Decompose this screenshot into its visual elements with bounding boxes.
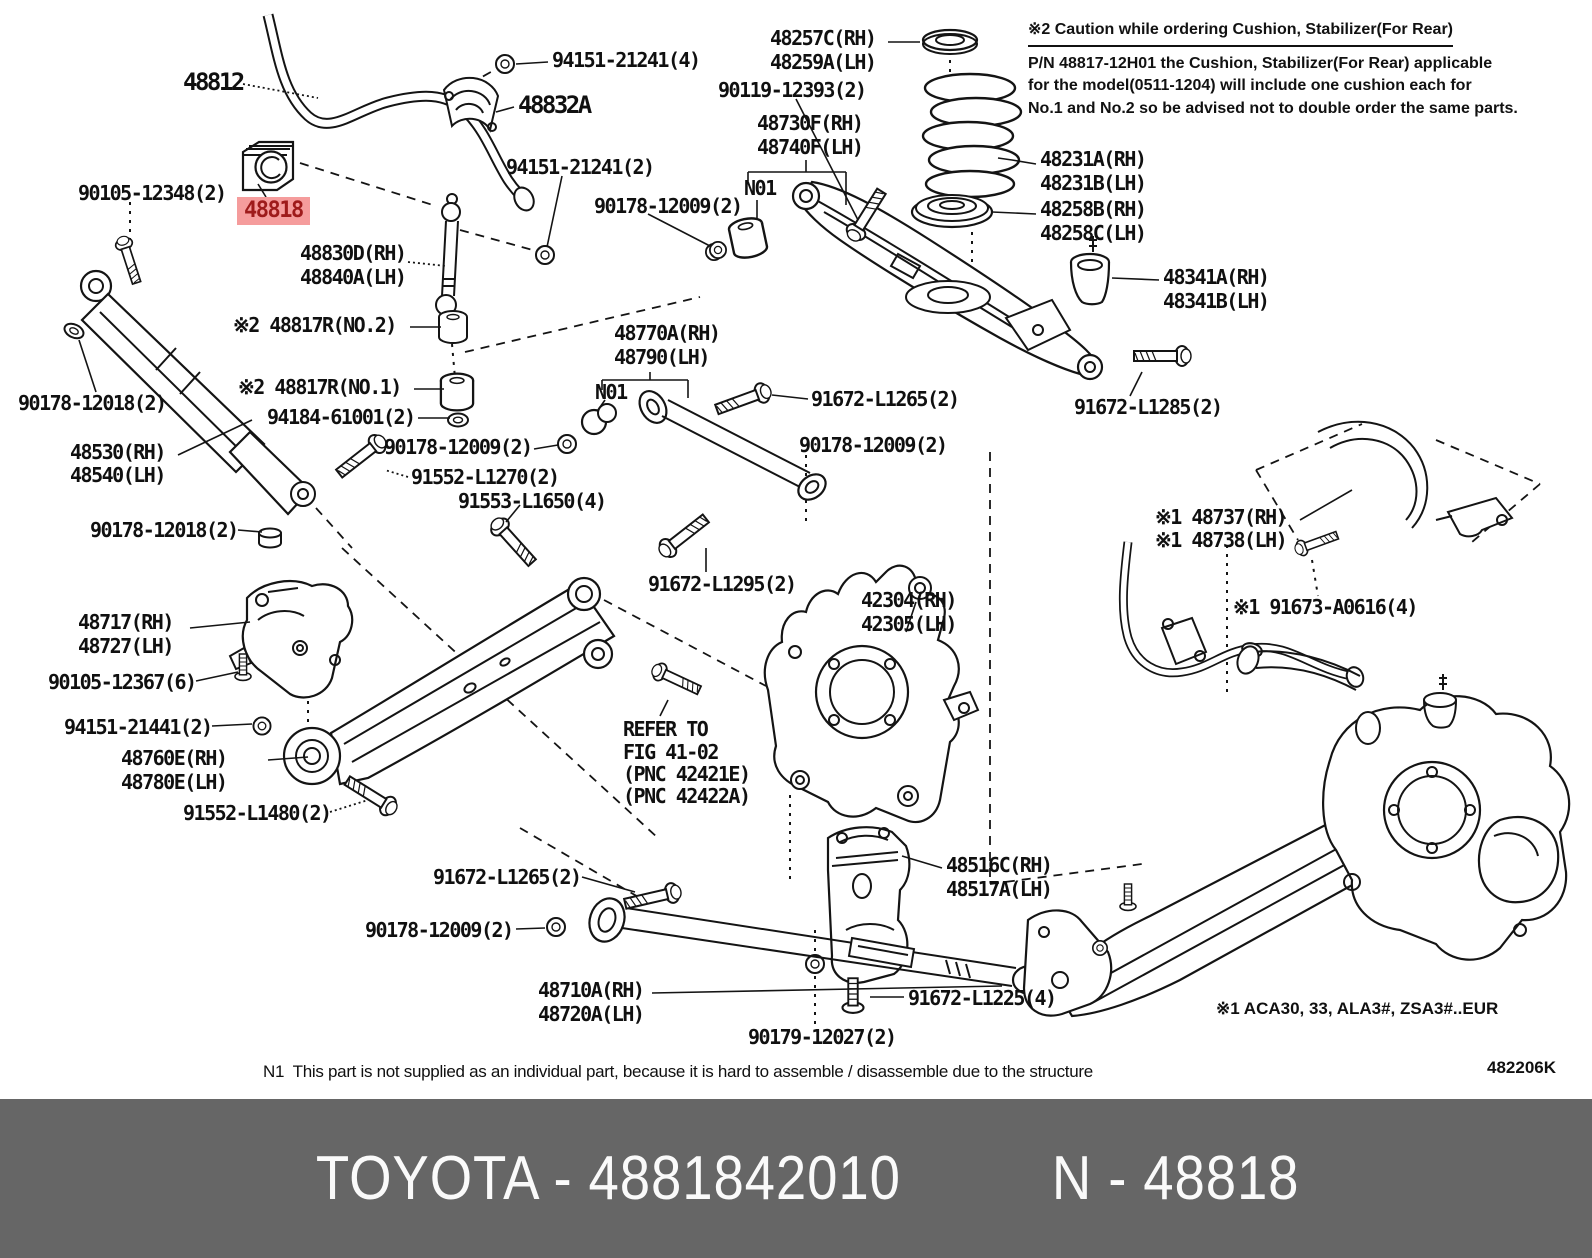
part-label: 48517A(LH) xyxy=(946,877,1053,901)
part-label: 48727(LH) xyxy=(78,634,174,658)
part-label: 48516C(RH) xyxy=(946,853,1053,877)
part-label: 48790(LH) xyxy=(614,345,710,369)
part-label: 48231B(LH) xyxy=(1040,171,1147,195)
part-label: 90178-12009(2) xyxy=(594,194,743,218)
part-label: 91553-L1650(4) xyxy=(458,489,607,513)
part-number-banner: TOYOTA - 4881842010 N - 48818 xyxy=(0,1099,1592,1258)
part-label: 48760E(RH) xyxy=(121,746,228,770)
part-label: 48770A(RH) xyxy=(614,321,721,345)
part-label: 91552-L1270(2) xyxy=(411,465,560,489)
caution-title: ※2 Caution while ordering Cushion, Stabi… xyxy=(1028,19,1453,47)
part-label: 48341B(LH) xyxy=(1163,289,1270,313)
part-label: 90179-12027(2) xyxy=(748,1025,897,1049)
caution-line: P/N 48817-12H01 the Cushion, Stabilizer(… xyxy=(1028,54,1493,72)
part-label: 91672-L1225(4) xyxy=(908,986,1057,1010)
part-label: 90178-12018(2) xyxy=(18,391,167,415)
part-label: 91672-L1265(2) xyxy=(433,865,582,889)
part-label: ※2 48817R(NO.2) xyxy=(233,313,397,337)
part-label: 94151-21241(2) xyxy=(506,155,655,179)
part-label: 94151-21241(4) xyxy=(552,48,701,72)
figure-code: 482206K xyxy=(1487,1058,1557,1077)
part-label: 42304(RH) xyxy=(861,588,957,612)
part-label: N01 xyxy=(595,380,628,404)
part-label: (PNC 42422A) xyxy=(623,784,751,808)
part-label: 48740F(LH) xyxy=(757,135,864,159)
part-label: 90178-12018(2) xyxy=(90,518,239,542)
part-label: (PNC 42421E) xyxy=(623,762,751,786)
part-label: 48530(RH) xyxy=(70,440,166,464)
part-label: 90119-12393(2) xyxy=(718,78,867,102)
n1-footnote: N1 This part is not supplied as an indiv… xyxy=(263,1062,1093,1081)
part-label: ※1 48737(RH) xyxy=(1155,505,1288,529)
part-label: 48840A(LH) xyxy=(300,265,407,289)
part-label: 90178-12009(2) xyxy=(799,433,948,457)
part-label: 94184-61001(2) xyxy=(267,405,416,429)
part-label: 48257C(RH) xyxy=(770,26,877,50)
part-label: 48258B(RH) xyxy=(1040,197,1147,221)
part-label: ※1 91673-A0616(4) xyxy=(1233,595,1418,619)
part-label: FIG 41-02 xyxy=(623,740,719,764)
part-label: 42305(LH) xyxy=(861,612,957,636)
banner-brand-code: TOYOTA - 4881842010 xyxy=(315,1144,901,1213)
caution-note: ※2 Caution while ordering Cushion, Stabi… xyxy=(1028,19,1568,120)
part-label: 48730F(RH) xyxy=(757,111,864,135)
part-label: 48780E(LH) xyxy=(121,770,228,794)
part-label-highlighted: 48818 xyxy=(237,197,310,225)
part-label: 48258C(LH) xyxy=(1040,221,1147,245)
part-label: 48341A(RH) xyxy=(1163,265,1270,289)
part-label: 48720A(LH) xyxy=(538,1002,645,1026)
part-label: 91672-L1285(2) xyxy=(1074,395,1223,419)
part-label: ※1 48738(LH) xyxy=(1155,528,1288,552)
part-label: 91672-L1265(2) xyxy=(811,387,960,411)
part-label: 48717(RH) xyxy=(78,610,174,634)
part-label: ※2 48817R(NO.1) xyxy=(238,375,402,399)
part-label: 90178-12009(2) xyxy=(384,435,533,459)
model-applicability-note: ※1 ACA30, 33, ALA3#, ZSA3#..EUR xyxy=(1216,999,1499,1018)
part-label: 48540(LH) xyxy=(70,463,166,487)
caution-line: No.1 and No.2 so be advised not to doubl… xyxy=(1028,99,1518,117)
part-label: 94151-21441(2) xyxy=(64,715,213,739)
part-label: 48710A(RH) xyxy=(538,978,645,1002)
part-label: 90178-12009(2) xyxy=(365,918,514,942)
part-label: 90105-12348(2) xyxy=(78,181,227,205)
caution-line: for the model(0511-1204) will include on… xyxy=(1028,77,1472,94)
diagram-art xyxy=(61,13,1571,1024)
banner-part-code: N - 48818 xyxy=(1052,1144,1300,1213)
part-label: REFER TO xyxy=(623,717,709,741)
part-label: 91672-L1295(2) xyxy=(648,572,797,596)
part-label: 48231A(RH) xyxy=(1040,147,1147,171)
part-label: 90105-12367(6) xyxy=(48,670,197,694)
part-label: 48832A xyxy=(518,91,592,119)
part-label: 48830D(RH) xyxy=(300,241,407,265)
part-label: N01 xyxy=(744,176,777,200)
part-label: 48259A(LH) xyxy=(770,50,877,74)
part-label: 48812 xyxy=(183,68,245,96)
part-label: 91552-L1480(2) xyxy=(183,801,332,825)
